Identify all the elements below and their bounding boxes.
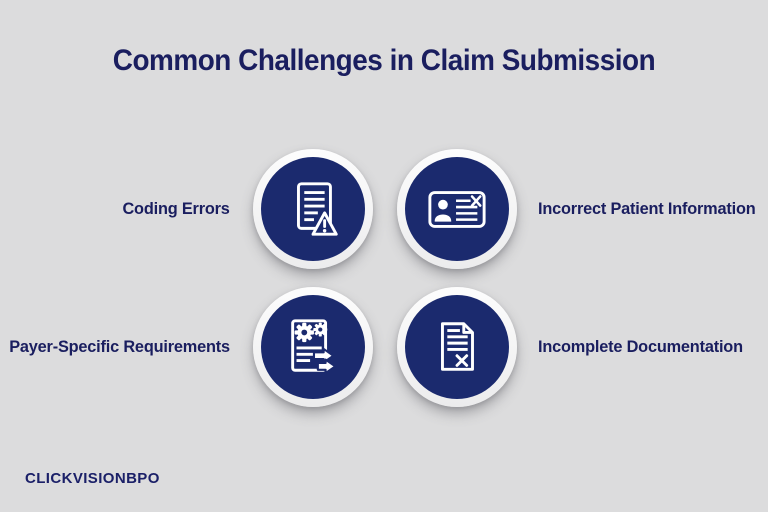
incorrect-patient-information-badge <box>397 149 517 269</box>
item-label-coding-errors: Coding Errors <box>122 199 230 218</box>
incomplete-documentation-badge-inner <box>405 295 509 399</box>
payer-specific-requirements-badge <box>253 287 373 407</box>
item-label-incorrect-patient-information: Incorrect Patient Information <box>538 199 756 218</box>
document-x-icon <box>441 322 474 371</box>
coding-errors-badge <box>253 149 373 269</box>
brand-logo: CLICKVISIONBPO <box>25 470 160 487</box>
id-card-error-icon <box>428 191 486 228</box>
document-gears-arrows-icon <box>291 319 337 375</box>
document-warning-icon <box>297 182 338 236</box>
payer-specific-requirements-badge-inner <box>261 295 365 399</box>
incomplete-documentation-badge <box>397 287 517 407</box>
incorrect-patient-information-badge-inner <box>405 157 509 261</box>
coding-errors-badge-inner <box>261 157 365 261</box>
page-title: Common Challenges in Claim Submission <box>112 44 656 77</box>
item-label-incomplete-documentation: Incomplete Documentation <box>538 337 743 356</box>
item-label-payer-specific-requirements: Payer-Specific Requirements <box>9 337 230 356</box>
